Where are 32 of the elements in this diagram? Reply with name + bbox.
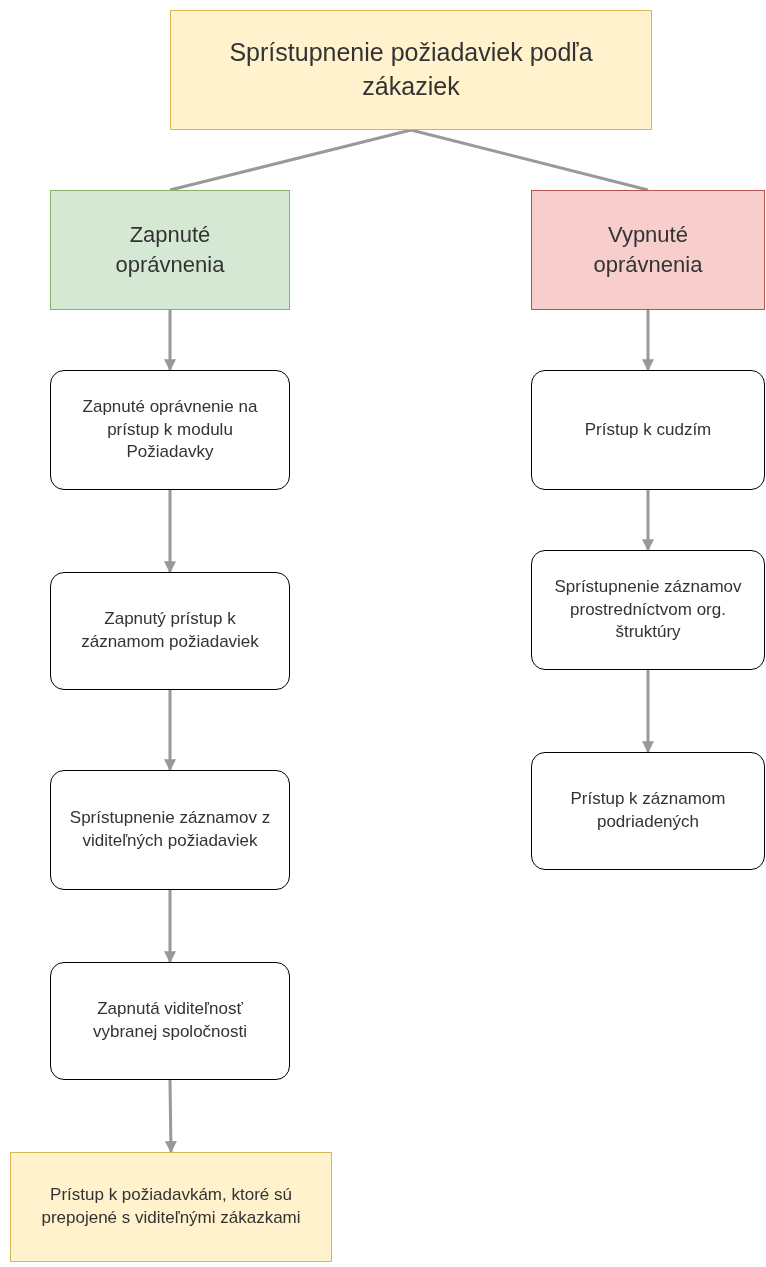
arrow [642, 310, 654, 372]
process-box [50, 770, 290, 890]
arrow [642, 490, 654, 552]
arrow [164, 690, 176, 772]
node-text: Prístup k cudzím [583, 418, 713, 441]
process-box [531, 752, 765, 870]
process-box [50, 370, 290, 490]
node-text: Zapnuté oprávnenie na prístup k modulu Požiadavky [81, 395, 259, 464]
node-text: Vypnuté oprávnenia [592, 221, 704, 279]
process-box [50, 962, 290, 1080]
node-text: Zapnutý prístup k záznamom požiadaviek [80, 608, 260, 653]
process-box [531, 550, 765, 670]
arrow [164, 310, 176, 372]
node-text: Prístup k záznamom podriadených [569, 788, 727, 833]
category-box [531, 190, 765, 310]
arrow [164, 890, 176, 964]
node-text: Prístup k požiadavkám, ktoré sú prepojené s viditeľnými zákazkami [40, 1184, 302, 1229]
category-box [50, 190, 290, 310]
arrow [164, 490, 176, 574]
title-box [170, 10, 652, 130]
connector-line [410, 128, 649, 192]
result-box [10, 1152, 332, 1262]
node-text: Sprístupnenie záznamov z viditeľných požiadaviek [68, 807, 272, 852]
arrow [164, 1079, 177, 1154]
process-box [531, 370, 765, 490]
node-text: Zapnuté oprávnenia [114, 221, 226, 279]
node-text: Sprístupnenie záznamov prostredníctvom org. štruktúry [553, 575, 743, 644]
arrow [642, 670, 654, 754]
connector-line [169, 128, 412, 192]
process-box [50, 572, 290, 690]
node-text: Zapnutá viditeľnosť vybranej spoločnosti [92, 998, 248, 1043]
node-text: Sprístupnenie požiadaviek podľa zákaziek [228, 37, 594, 102]
